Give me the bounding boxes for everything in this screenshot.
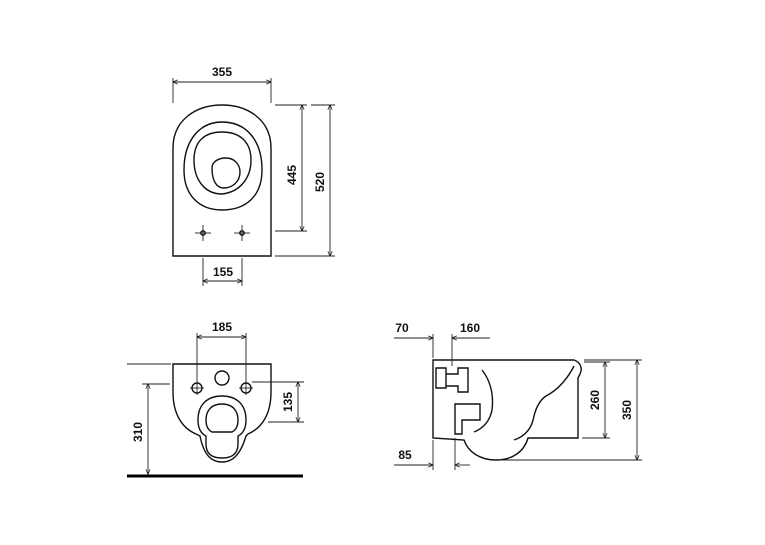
dimension-length-label: 520 — [313, 172, 327, 192]
dimension-hole-to-front-label: 445 — [285, 165, 299, 185]
dimension-total-height: 350 — [500, 360, 642, 460]
side-view: 70 160 85 260 350 — [394, 321, 642, 470]
dimension-outlet-offset-top-label: 70 — [395, 321, 409, 335]
dimension-hole-height-label: 135 — [281, 392, 295, 412]
dimension-hole-spacing-top: 155 — [203, 258, 242, 286]
top-view-inner-rim — [183, 121, 263, 211]
front-view-outlet — [197, 395, 247, 459]
dimension-outlet-offset-bottom: 85 — [394, 438, 470, 470]
dimension-width: 355 — [173, 65, 271, 103]
top-view-mounting-hole-left — [195, 225, 211, 241]
dimension-outlet-offset-top: 70 — [394, 321, 433, 358]
top-view: 355 445 520 155 — [172, 65, 335, 286]
top-view-bowl-outline — [172, 104, 272, 257]
top-view-mounting-hole-right — [234, 225, 250, 241]
dimension-hole-to-front: 445 — [275, 105, 307, 231]
front-view: 185 135 310 — [127, 320, 304, 478]
front-view-outlet-inner — [205, 403, 239, 433]
side-view-body — [432, 359, 582, 461]
dimension-hole-spacing-front: 185 — [197, 320, 246, 383]
dimension-height-from-floor-label: 310 — [131, 422, 145, 442]
dimension-inlet-offset: 160 — [452, 321, 490, 366]
side-view-bowl-inner — [513, 365, 575, 441]
side-view-inlet — [435, 367, 447, 389]
dimension-hole-spacing-front-label: 185 — [212, 320, 232, 334]
dimension-outlet-height: 260 — [582, 362, 610, 438]
dimension-height-from-floor: 310 — [127, 363, 171, 474]
front-view-hole-inlet — [214, 370, 230, 386]
side-view-connector — [446, 367, 469, 393]
dimension-inlet-offset-label: 160 — [460, 321, 480, 335]
dimension-hole-spacing-top-label: 155 — [213, 265, 233, 279]
dimension-outlet-height-label: 260 — [588, 390, 602, 410]
top-view-water-spot — [211, 157, 241, 189]
dimension-hole-height: 135 — [252, 382, 304, 422]
side-view-outlet — [454, 403, 481, 435]
front-view-body — [172, 363, 272, 463]
dimension-width-label: 355 — [212, 65, 232, 79]
dimension-outlet-offset-bottom-label: 85 — [398, 448, 412, 462]
dimension-total-height-label: 350 — [620, 400, 634, 420]
side-view-bowl-curve — [473, 369, 494, 433]
dimension-length: 520 — [275, 105, 335, 256]
top-view-inner-bowl — [193, 131, 252, 195]
